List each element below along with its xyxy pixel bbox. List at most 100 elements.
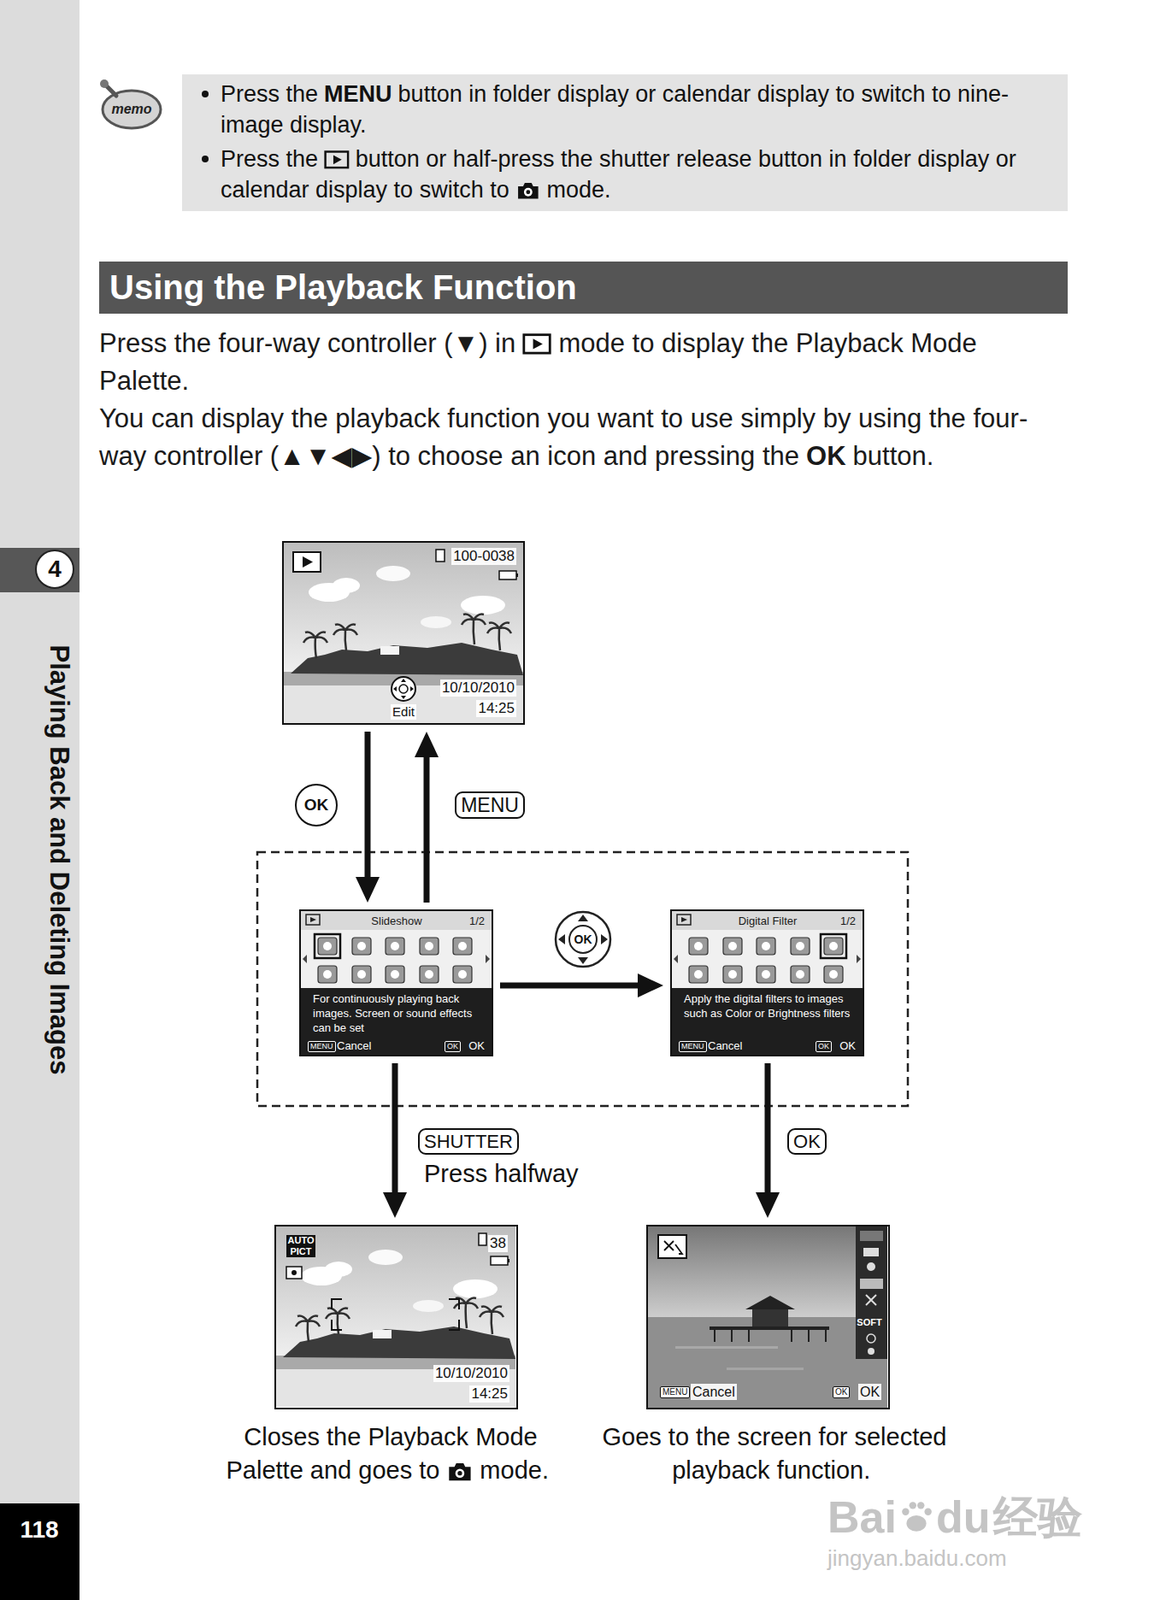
button-label: SHUTTER [418,1128,519,1155]
button-hint: Cancel [336,1039,371,1054]
chapter-digit: 4 [36,551,73,588]
time: 14:25 [469,1385,510,1403]
caption: Closes the Playback Mode Palette and goe… [202,1420,579,1488]
filter-screen-photo-part [866,1262,876,1272]
arrow-head [637,973,664,998]
caption-text: mode. [479,1456,549,1484]
mode-icon: AUTO PICT [286,1235,316,1258]
memo-text: Press the [220,81,318,107]
capture-screen-photo-part [507,1259,510,1263]
playback-screen-photo [283,542,524,724]
body-sentence: button. [853,441,935,472]
button-hint: OK [858,1383,882,1401]
page-graphics-part [299,909,494,1057]
chapter-number: 4 [35,549,75,589]
arrow-head [755,1192,780,1219]
button-hint: Cancel [690,1383,737,1401]
memo-box: Press theMENUbutton in folder display or… [182,74,1068,212]
filter-screen-photo-part [647,1317,888,1408]
playback-mode-icon [323,150,350,170]
memo-text: Press the [220,146,318,172]
four-way-controller-icon-part [555,912,611,967]
memo-text: button or half-press the shutter release… [220,146,1017,203]
filter-name: SOFT [856,1317,882,1329]
section-title: Using the Playback Function [99,261,1068,314]
camera-body [518,182,539,200]
camera-body [448,1463,471,1481]
filter-screen-photo-part [752,1307,789,1327]
capture-screen-photo-part [331,1299,460,1331]
filter-screen-photo-part [726,1367,804,1371]
capture-screen-photo-part [478,1233,487,1246]
page-indicator: 1/2 [840,914,856,929]
watermark-text: 经验 [993,1494,1083,1541]
playback-screen-photo-part [293,552,321,572]
playback-screen-photo-part [399,684,408,694]
bullet-dot [201,155,209,163]
palette-group-frame [257,852,908,1107]
playback-screen-photo-part [435,549,445,562]
arrow-shaft [424,755,430,903]
menu-title: Digital Filter [738,914,798,929]
filter-screen-photo-part [859,1230,884,1242]
memo-icon-part [102,90,161,129]
function-description: Apply the digital filters to images such… [683,991,855,1021]
paragraph: Press the four-way controller (▼) inmode… [99,324,1068,401]
capture-screen-photo-part [286,1266,302,1279]
paragraph: You can display the playback function yo… [99,400,1068,476]
page-indicator: 1/2 [469,914,485,929]
arrow-head [382,1192,407,1219]
body-text: Press the four-way controller (▼) inmode… [99,324,1068,476]
filter-screen-photo-part [745,1295,795,1310]
memo-text: mode. [546,176,611,203]
button-icon: OK [444,1041,461,1053]
memo-icon-part [100,79,109,89]
shots-remaining: 38 [488,1235,508,1253]
palette-screen: Slideshow1/2For continuously playing bac… [299,909,494,1057]
filter-screen: SOFTMENUCancelOKOK [646,1224,890,1410]
function-description: For continuously playing back images. Sc… [312,991,484,1036]
filter-screen-photo-part [714,1330,826,1343]
camera-lens [524,188,533,197]
watermark-paw-toe [901,1508,909,1516]
title-band: Using the Playback Function [99,261,1068,314]
selected-icon-frame [314,934,341,959]
memo-text: MENU [323,81,393,107]
playback-mode-icon-triangle [533,338,543,349]
bullet-dot [201,90,209,98]
capture-screen-photo-part [291,1270,297,1276]
filter-screen-photo-part [866,1334,876,1343]
chapter-tab [0,547,80,593]
date: 10/10/2010 [433,1365,510,1383]
arrow-shaft [765,1063,772,1195]
playback-screen: 100-003810/10/201014:25Edit [282,541,525,725]
playback-screen-photo-part [516,573,519,578]
selected-icon-frame [820,934,847,959]
filter-screen-photo-part [867,1348,875,1355]
capture-screen: AUTO PICT 38 10/10/2010 14:25 [274,1224,519,1410]
memo-bullet-item: Press theMENUbutton in folder display or… [220,78,1055,141]
watermark: Baidu经验 [827,1494,1083,1541]
playback-screen-photo-part [499,571,517,580]
button-hint: OK [468,1039,485,1054]
palette-screen: Digital Filter 1/2Apply the digital filte… [670,909,865,1057]
filter-screen-photo-part [664,1241,683,1255]
playback-screen-photo-part [283,542,524,724]
filter-screen-photo-part [859,1278,884,1290]
filter-screen-photo-part [709,1326,830,1331]
body-sentence: Press the four-way controller (▼) in [99,328,516,359]
camera-lens [455,1468,466,1479]
watermark-text: Bai [827,1494,897,1541]
guide-text: Edit [390,704,417,720]
four-way-controller-icon-part [558,914,608,965]
side-strip [0,0,80,1600]
filter-screen-photo-part [658,1235,687,1259]
step-note: Press halfway [424,1159,579,1189]
date: 10/10/2010 [440,679,517,697]
watermark-paw [898,1499,935,1536]
button-label: MENU [454,791,525,819]
button-icon: MENU [659,1386,690,1399]
playback-screen-photo-part [393,678,414,700]
flow-arrow [500,973,664,998]
